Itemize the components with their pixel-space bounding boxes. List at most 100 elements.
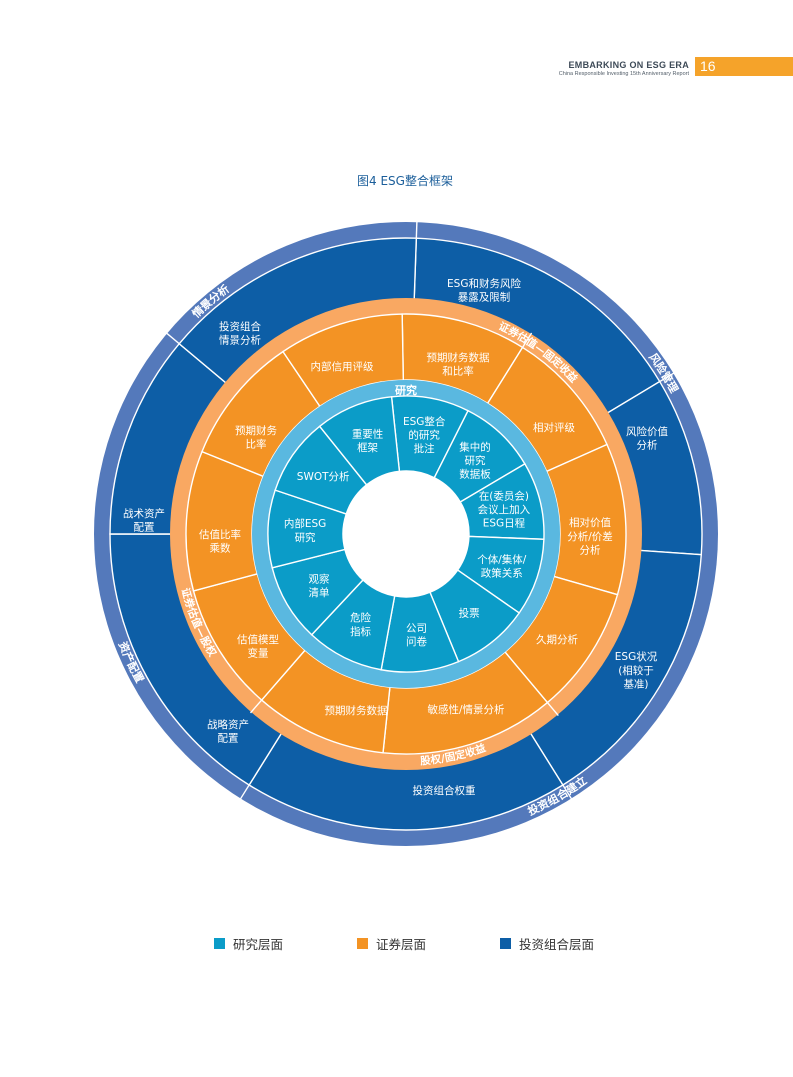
report-header: EMBARKING ON ESG ERA China Responsible I…: [559, 60, 689, 78]
research-segment-label: 重要性框架: [352, 428, 384, 455]
research-segment-label-line: ESG整合: [403, 415, 446, 428]
portfolio-segment-label: 投资组合情景分析: [219, 320, 261, 347]
securities-segment-label: 敏感性/情景分析: [427, 703, 505, 716]
securities-segment-label-line: 相对评级: [533, 421, 575, 434]
portfolio-segment-label-line: 基准): [623, 677, 648, 690]
securities-segment-label: 内部信用评级: [311, 360, 374, 373]
research-segment-label: 危险指标: [350, 611, 371, 638]
securities-segment-label-line: 久期分析: [536, 633, 578, 646]
portfolio-segment-label-line: 配置: [218, 733, 239, 745]
portfolio-band-divider: [239, 783, 251, 800]
portfolio-segment-label: 战略资产配置: [207, 718, 249, 745]
research-segment-label: SWOT分析: [297, 470, 350, 483]
securities-segment-label-line: 变量: [248, 647, 269, 660]
research-segment-label-line: 问卷: [406, 635, 427, 648]
portfolio-segment-label-line: 分析: [637, 439, 658, 452]
research-segment-label-line: 内部ESG: [284, 517, 326, 530]
research-segment-label: 个体/集体/政策关系: [477, 553, 527, 580]
research-segment-label: 投票: [459, 607, 480, 620]
research-segment-label-line: ESG日程: [483, 518, 526, 530]
research-band-label: 研究: [395, 383, 417, 397]
portfolio-segment-label: ESG和财务风险暴露及限制: [447, 277, 521, 304]
research-segment-label-line: SWOT分析: [297, 470, 350, 483]
research-segment-label: 公司问卷: [406, 622, 427, 648]
portfolio-segment-label-line: 暴露及限制: [458, 291, 511, 304]
report-title: EMBARKING ON ESG ERA: [568, 60, 689, 70]
research-segment-label-line: 数据板: [459, 468, 491, 481]
legend-label-securities: 证券层面: [376, 937, 427, 952]
securities-band-divider: [546, 701, 559, 717]
portfolio-band-divider: [658, 372, 675, 383]
securities-segment-label: 预期财务数据和比率: [427, 351, 490, 378]
research-segment-label-line: 指标: [350, 625, 371, 638]
research-segment-label-line: 会议上加入: [478, 503, 531, 516]
figure-title: 图4 ESG整合框架: [357, 174, 453, 188]
portfolio-segment-label-line: 战术资产: [123, 507, 165, 520]
securities-segment-label-line: 敏感性/情景分析: [427, 703, 505, 716]
portfolio-segment-label-line: 投资组合权重: [413, 784, 476, 797]
page-number: 16: [695, 57, 793, 76]
securities-segment-label: 估值比率乘数: [199, 528, 241, 555]
research-segment-label-line: 在(委员会): [479, 489, 529, 502]
securities-segment-label-line: 和比率: [442, 365, 474, 378]
portfolio-segment-label: 风险价值分析: [626, 425, 668, 452]
securities-segment-label: 久期分析: [536, 633, 578, 646]
report-subtitle: China Responsible Investing 15th Anniver…: [558, 71, 689, 77]
securities-band-divider: [521, 332, 533, 349]
legend-label-portfolio: 投资组合层面: [519, 937, 595, 952]
securities-segment-label: 预期财务数据: [325, 704, 388, 717]
portfolio-segment-label-line: 配置: [134, 522, 155, 534]
securities-segment: [185, 450, 265, 592]
research-segment-label-line: 观察: [309, 572, 330, 585]
portfolio-band-divider: [561, 783, 573, 800]
legend-item-research: 研究层面: [214, 934, 283, 953]
securities-segment-label: 预期财务比率: [235, 424, 277, 451]
portfolio-band-divider: [165, 332, 181, 345]
portfolio-segment-label: ESG状况(相较于基准): [615, 650, 658, 690]
securities-segment-label-line: 估值模型: [237, 633, 279, 646]
research-segment-label-line: 框架: [357, 441, 378, 454]
securities-segment-label-line: 比率: [246, 438, 267, 451]
legend-swatch-securities: [357, 938, 368, 949]
portfolio-segment-label: 战术资产配置: [123, 507, 165, 534]
research-segment-label-line: 政策关系: [481, 567, 523, 580]
portfolio-band-divider: [415, 221, 418, 240]
securities-segment-label-line: 内部信用评级: [311, 360, 374, 373]
portfolio-segment-label: 投资组合权重: [413, 784, 476, 797]
portfolio-segment-label-line: 投资组合: [219, 320, 261, 333]
research-segment-label: 观察清单: [309, 572, 330, 599]
securities-segment-label: 估值模型变量: [237, 633, 279, 660]
portfolio-segment-label-line: ESG状况: [615, 650, 658, 663]
research-segment-label: 在(委员会)会议上加入 ESG日程: [478, 489, 531, 529]
legend-swatch-portfolio: [500, 938, 511, 949]
securities-segment-label-line: 乘数: [210, 542, 231, 555]
research-segment-label-line: 危险: [350, 611, 371, 624]
securities-segment-label-line: 分析/价差: [567, 530, 613, 543]
legend-label-research: 研究层面: [233, 937, 284, 952]
legend: 研究层面 证券层面 投资组合层面: [0, 934, 793, 954]
securities-segment-label: 相对价值分析/价差分析: [567, 516, 613, 556]
securities-segment-label-line: 相对价值: [569, 516, 611, 529]
securities-segment-label-line: 预期财务数据: [325, 704, 388, 717]
center-circle: [343, 471, 469, 597]
research-segment-label-line: 批注: [414, 442, 435, 455]
portfolio-segment-label-line: 风险价值: [626, 425, 668, 438]
research-segment-label-line: 公司: [406, 622, 427, 634]
research-segment-label-line: 投票: [459, 607, 480, 620]
legend-item-securities: 证券层面: [357, 934, 426, 953]
securities-band-divider: [249, 698, 263, 714]
securities-segment-label-line: 预期财务: [235, 424, 277, 437]
research-segment-label-line: 集中的: [459, 440, 491, 453]
securities-segment-label-line: 预期财务数据: [427, 351, 490, 364]
research-segment-label-line: 的研究: [408, 428, 440, 441]
portfolio-segment-label-line: 情景分析: [219, 334, 261, 347]
research-segment-label-line: 研究: [295, 531, 316, 544]
research-segment-label-line: 清单: [309, 586, 330, 599]
research-segment-label-line: 个体/集体/: [477, 553, 527, 566]
research-segment-label-line: 重要性: [352, 428, 384, 441]
legend-item-portfolio: 投资组合层面: [500, 934, 594, 953]
research-segment-label: 集中的研究数据板: [459, 440, 491, 480]
securities-segment-label-line: 估值比率: [199, 528, 241, 541]
